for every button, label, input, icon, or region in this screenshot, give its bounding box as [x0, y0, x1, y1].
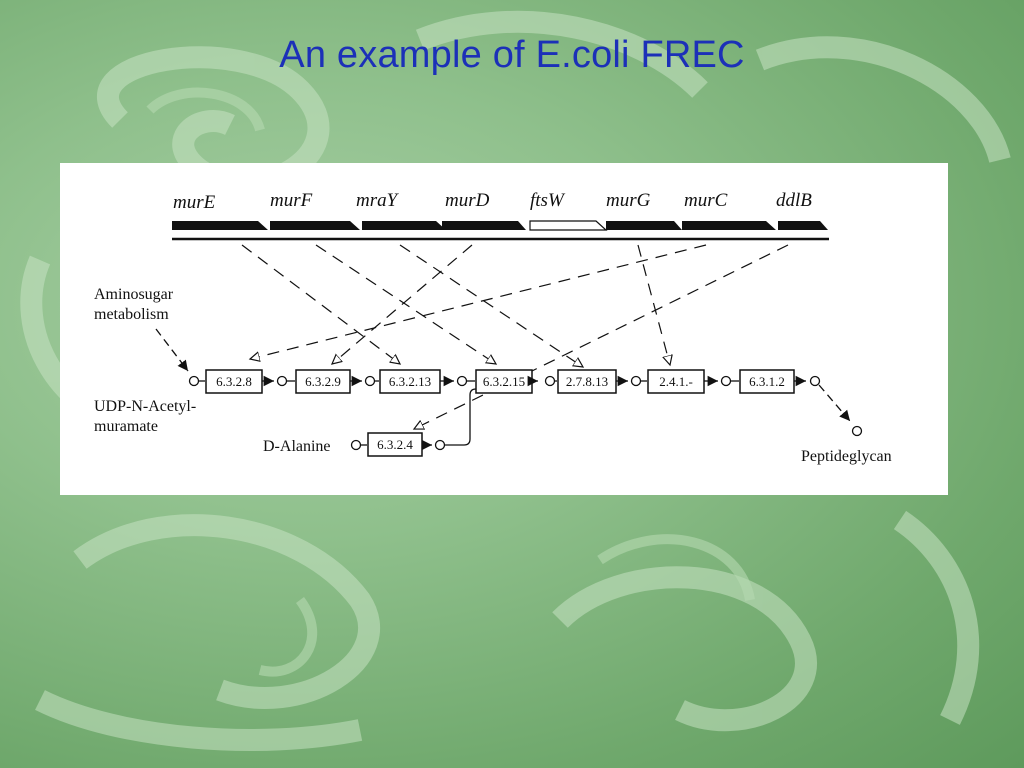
- gene-arrow-murD: [442, 221, 526, 230]
- slide-title: An example of E.coli FREC: [279, 34, 745, 76]
- compound-node: [544, 375, 556, 387]
- gene-arrow-murE: [172, 221, 268, 230]
- map-mraY: [399, 244, 583, 367]
- d-alanine-dimer-node: [434, 439, 446, 451]
- compound-node: [630, 375, 642, 387]
- map-murE: [241, 244, 400, 364]
- gene-arrow-mraY: [362, 221, 446, 230]
- map-murF: [315, 244, 496, 364]
- enzyme-label-6.3.2.9: 6.3.2.9: [305, 374, 341, 389]
- peptidoglycan-node: [851, 425, 863, 437]
- enzyme-boxes: 6.3.2.8 6.3.2.9 6.3.2.13 6.3.2.15 2.7.8.…: [205, 369, 795, 457]
- compound-node: [188, 375, 200, 387]
- enzyme-label-6.3.1.2: 6.3.1.2: [749, 374, 785, 389]
- peptidoglycan-label: Peptideglycan: [801, 448, 892, 465]
- operon-gene-arrows: [172, 220, 829, 241]
- gene-arrow-ftsW: [529, 220, 608, 231]
- compound-node: [720, 375, 732, 387]
- enzyme-label-6.3.2.8: 6.3.2.8: [216, 374, 252, 389]
- gene-label-ddlB: ddlB: [776, 190, 812, 211]
- d-alanine-node: [350, 439, 362, 451]
- map-murG: [637, 244, 670, 365]
- enzyme-label-2.7.8.13: 2.7.8.13: [566, 374, 608, 389]
- pathway-reactions: [155, 328, 863, 451]
- compound-node: [276, 375, 288, 387]
- enzyme-label-6.3.2.4: 6.3.2.4: [377, 437, 413, 452]
- d-alanine-label: D-Alanine: [263, 438, 331, 455]
- udp-label: UDP-N-Acetyl-: [94, 398, 196, 415]
- map-murD: [332, 244, 473, 364]
- gene-arrow-murF: [270, 221, 360, 230]
- map-ddlB: [414, 244, 789, 429]
- compound-node: [364, 375, 376, 387]
- compound-node: [456, 375, 468, 387]
- operon-pathway-diagram: murE murF mraY murD ftsW murG murC ddlB: [94, 190, 892, 465]
- aminosugar-label: Aminosugar: [94, 286, 174, 303]
- gene-arrow-murC: [682, 221, 776, 230]
- gene-label-ftsW: ftsW: [530, 190, 566, 211]
- enzyme-label-6.3.2.15: 6.3.2.15: [483, 374, 525, 389]
- gene-arrow-ddlB: [778, 221, 828, 230]
- muramate-label: muramate: [94, 418, 158, 435]
- pathway-figure: murE murF mraY murD ftsW murG murC ddlB: [60, 163, 948, 495]
- gene-label-murF: murF: [270, 190, 313, 211]
- gene-label-mraY: mraY: [356, 190, 400, 211]
- gene-label-murG: murG: [606, 190, 651, 211]
- map-murC: [250, 244, 707, 359]
- gene-label-murE: murE: [173, 192, 216, 213]
- enzyme-label-2.4.1.-: 2.4.1.-: [659, 374, 693, 389]
- metabolism-label: metabolism: [94, 306, 169, 323]
- compound-node: [809, 375, 821, 387]
- gene-enzyme-mapping-lines: [241, 244, 789, 429]
- gene-label-murD: murD: [445, 190, 490, 211]
- enzyme-label-6.3.2.13: 6.3.2.13: [389, 374, 431, 389]
- gene-arrow-murG: [606, 221, 682, 230]
- gene-label-murC: murC: [684, 190, 728, 211]
